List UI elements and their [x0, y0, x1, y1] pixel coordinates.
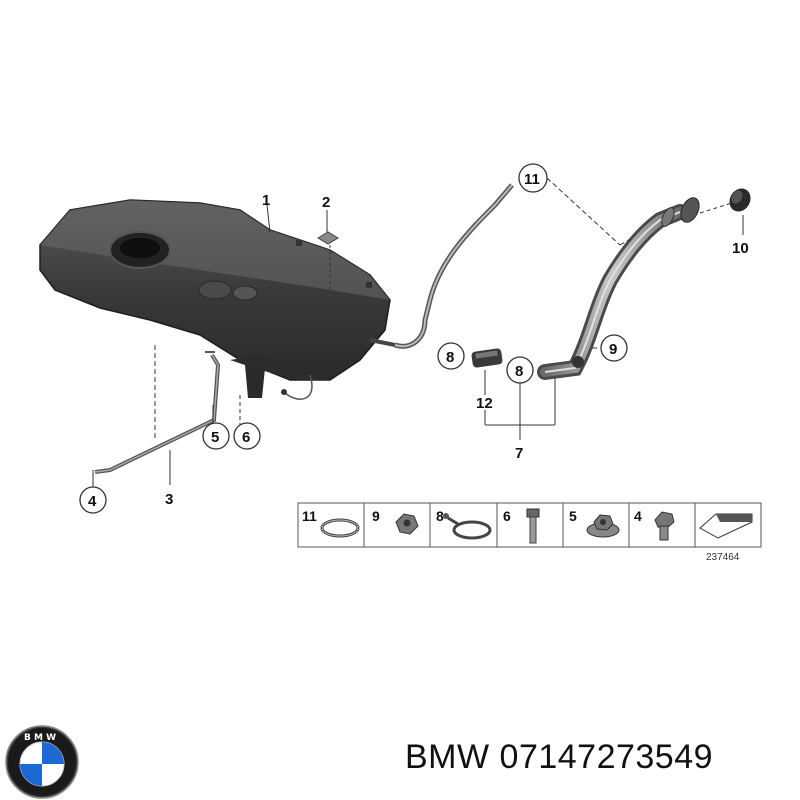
- svg-text:12: 12: [476, 395, 493, 412]
- svg-text:9: 9: [609, 341, 617, 358]
- callout-1: 1: [262, 192, 270, 209]
- svg-text:4: 4: [634, 508, 642, 524]
- bmw-logo: B M W: [5, 725, 79, 799]
- svg-text:6: 6: [242, 429, 250, 446]
- reference-number: 237464: [706, 552, 740, 563]
- svg-text:2: 2: [322, 194, 330, 211]
- svg-text:9: 9: [372, 508, 380, 524]
- svg-text:10: 10: [732, 240, 749, 257]
- svg-text:8: 8: [446, 349, 454, 366]
- callout-12: 12: [476, 395, 493, 412]
- svg-text:4: 4: [88, 493, 97, 510]
- svg-text:1: 1: [262, 192, 270, 209]
- svg-text:3: 3: [165, 491, 173, 508]
- hose-clamp-icon: [320, 518, 360, 538]
- filler-pipe: [537, 197, 700, 380]
- bmw-logo-text: B M W: [24, 733, 56, 743]
- part-caption: BMW 07147273549: [405, 738, 714, 776]
- legend-item-9: 9: [372, 508, 419, 535]
- callout-7: 7: [515, 445, 523, 462]
- bolt-icon: [526, 508, 540, 544]
- filler-cap: [729, 188, 751, 212]
- legend-item-11: 11: [302, 508, 360, 538]
- callout-2: 2: [322, 194, 330, 211]
- hose-connector: [471, 348, 503, 368]
- callout-11: 11: [518, 163, 548, 193]
- parts-legend: 11 9 8 6: [297, 502, 762, 563]
- svg-text:11: 11: [524, 171, 540, 188]
- legend-item-arrow: [699, 513, 753, 539]
- vent-hose: [394, 183, 514, 349]
- arrow-icon: [699, 513, 753, 539]
- legend-item-6: 6: [503, 508, 540, 544]
- svg-text:7: 7: [515, 445, 523, 462]
- svg-text:5: 5: [569, 508, 577, 524]
- hex-nut-icon: [395, 513, 419, 535]
- callout-9: 9: [600, 334, 628, 362]
- callout-3: 3: [165, 491, 173, 508]
- callout-6: 6: [233, 422, 261, 450]
- callout-4: 4: [79, 486, 107, 514]
- legend-item-5: 5: [569, 508, 620, 538]
- legend-item-8: 8: [436, 508, 492, 540]
- clip-nut-icon: [654, 511, 675, 541]
- svg-text:11: 11: [302, 508, 317, 524]
- fuel-tank: [39, 199, 396, 400]
- callout-8b: 8: [506, 356, 534, 384]
- legend-item-4: 4: [634, 508, 675, 541]
- callout-10: 10: [732, 240, 749, 257]
- svg-text:8: 8: [515, 363, 523, 380]
- svg-text:8: 8: [436, 508, 444, 524]
- tank-strap: [94, 351, 221, 474]
- flange-nut-icon: [586, 514, 620, 538]
- hose-clamp-icon: [443, 513, 492, 540]
- pad-part: [317, 231, 339, 245]
- svg-text:5: 5: [211, 429, 219, 446]
- callout-8a: 8: [437, 342, 465, 370]
- svg-text:6: 6: [503, 508, 511, 524]
- callout-5: 5: [202, 422, 230, 450]
